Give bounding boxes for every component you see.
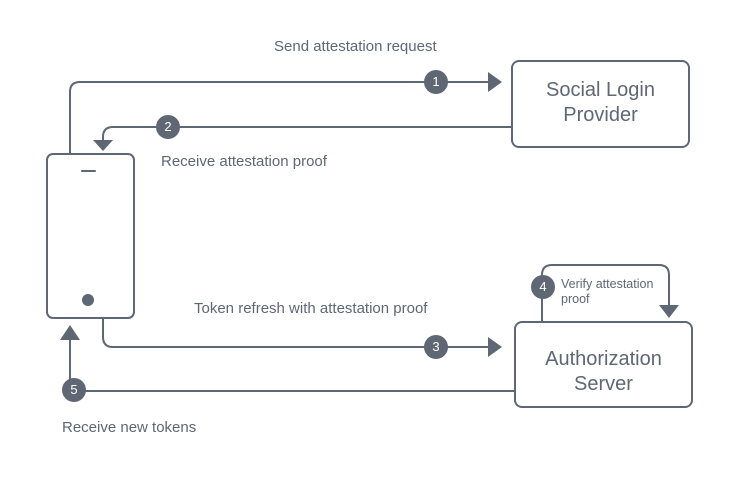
step-1-badge — [424, 70, 448, 94]
step-5-number: 5 — [70, 382, 78, 397]
phone-icon — [46, 153, 135, 319]
step-4-label: Verify attestation proof — [561, 277, 653, 307]
social-login-provider-line-2: Provider — [563, 104, 638, 126]
authorization-server-box — [514, 321, 693, 408]
step-3-badge — [424, 335, 448, 359]
step-2-badge — [156, 115, 180, 139]
social-login-provider-box — [511, 60, 690, 148]
authorization-server-label: Authorization Server — [515, 347, 692, 397]
step-3-number: 3 — [432, 339, 440, 354]
step-2-number: 2 — [164, 119, 172, 134]
step-1-label: Send attestation request — [274, 38, 437, 55]
step-4-label-line-2: proof — [561, 292, 590, 306]
arrow-right-icon — [488, 72, 502, 92]
step-2-label: Receive attestation proof — [161, 153, 327, 170]
authorization-server-line-1: Authorization — [545, 348, 662, 370]
phone-home-button — [82, 294, 94, 306]
step-5-label: Receive new tokens — [62, 419, 197, 436]
step-3-connector — [102, 317, 489, 348]
arrow-down-icon — [93, 140, 113, 151]
step-4-connector — [541, 264, 670, 323]
step-1-connector — [69, 81, 489, 155]
arrow-right-icon — [488, 337, 502, 357]
step-3-label: Token refresh with attestation proof — [194, 300, 428, 317]
step-4-badge — [531, 275, 555, 299]
step-1-number: 1 — [432, 74, 440, 89]
step-4-number: 4 — [539, 279, 547, 294]
arrow-down-icon — [659, 305, 679, 318]
step-4-label-line-1: Verify attestation — [561, 277, 654, 291]
step-2-connector — [102, 126, 513, 141]
authorization-server-line-2: Server — [574, 373, 633, 395]
social-login-provider-line-1: Social Login — [546, 79, 655, 101]
step-5-badge — [62, 378, 86, 402]
arrow-up-icon — [60, 325, 80, 340]
social-login-provider-label: Social Login Provider — [512, 78, 689, 128]
